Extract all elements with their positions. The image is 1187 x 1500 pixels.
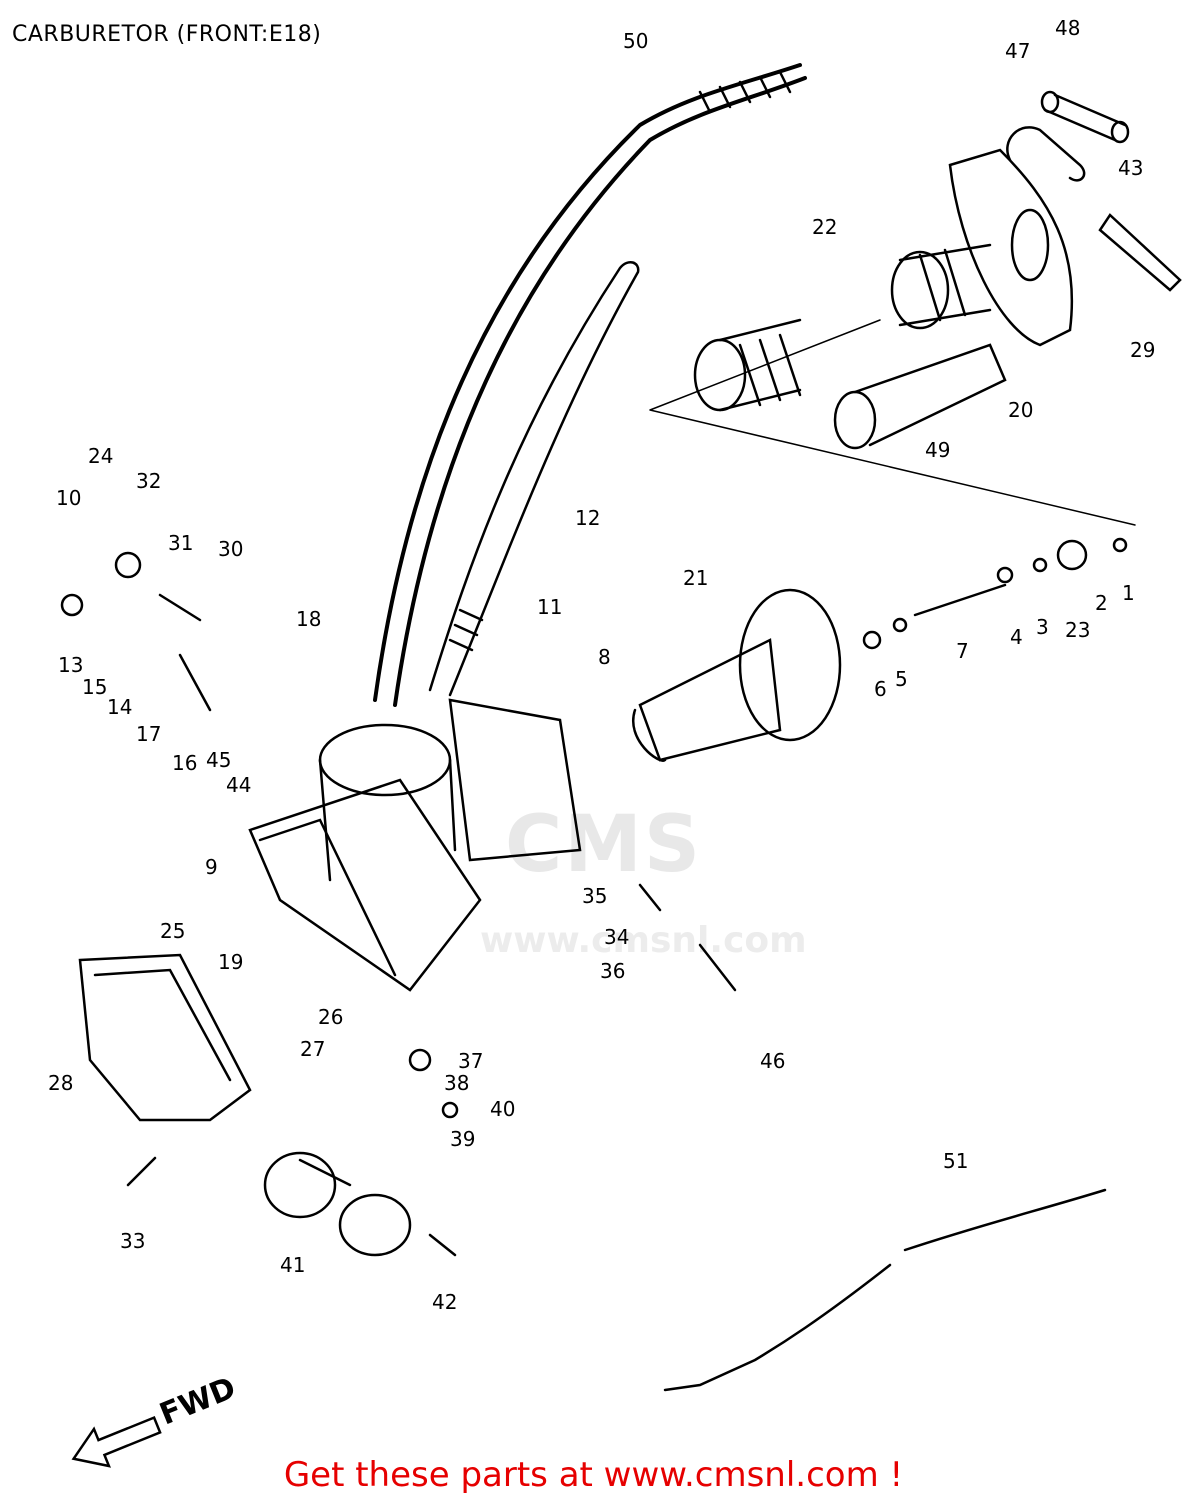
part-51-cable	[663, 1188, 1107, 1392]
callout-13: 13	[58, 653, 83, 677]
part-7-needle	[913, 583, 1007, 617]
callout-24: 24	[88, 444, 113, 468]
callout-33: 33	[120, 1229, 145, 1253]
callout-48: 48	[1055, 16, 1080, 40]
watermark-logo: CMS	[505, 800, 703, 890]
part-49-pipe	[833, 343, 1007, 450]
carburetor-body	[248, 698, 582, 992]
fwd-arrow-icon	[71, 1415, 162, 1468]
callout-37: 37	[458, 1049, 483, 1073]
watermark-url: www.cmsnl.com	[480, 920, 807, 961]
callout-12: 12	[575, 506, 600, 530]
callout-47: 47	[1005, 39, 1030, 63]
callout-2: 2	[1095, 591, 1108, 615]
part-47-clip	[1006, 126, 1086, 182]
callout-7: 7	[956, 639, 969, 663]
callout-51: 51	[943, 1149, 968, 1173]
part-41-float	[263, 1151, 412, 1257]
callout-10: 10	[56, 486, 81, 510]
callout-22: 22	[812, 215, 837, 239]
callout-30: 30	[218, 537, 243, 561]
callout-46: 46	[760, 1049, 785, 1073]
callout-28: 28	[48, 1071, 73, 1095]
callout-35: 35	[582, 884, 607, 908]
callout-20: 20	[1008, 398, 1033, 422]
callout-3: 3	[1036, 615, 1049, 639]
callout-45: 45	[206, 748, 231, 772]
callout-42: 42	[432, 1290, 457, 1314]
part-22-spring	[693, 243, 992, 412]
callout-23: 23	[1065, 618, 1090, 642]
callout-21: 21	[683, 566, 708, 590]
callout-25: 25	[160, 919, 185, 943]
callout-18: 18	[296, 607, 321, 631]
callout-4: 4	[1010, 625, 1023, 649]
callout-1: 1	[1122, 581, 1135, 605]
part-50-hose	[373, 63, 807, 707]
callout-6: 6	[874, 677, 887, 701]
callout-41: 41	[280, 1253, 305, 1277]
part-21-piston	[632, 588, 842, 762]
callout-36: 36	[600, 959, 625, 983]
callout-39: 39	[450, 1127, 475, 1151]
callout-32: 32	[136, 469, 161, 493]
footer-link-text[interactable]: Get these parts at www.cmsnl.com !	[283, 1455, 904, 1495]
callout-29: 29	[1130, 338, 1155, 362]
part-29-bracket	[1098, 213, 1182, 292]
callout-15: 15	[82, 675, 107, 699]
part-48-pin	[1040, 90, 1130, 144]
callout-11: 11	[537, 595, 562, 619]
callout-27: 27	[300, 1037, 325, 1061]
callout-8: 8	[598, 645, 611, 669]
callout-16: 16	[172, 751, 197, 775]
fwd-label: FWD	[155, 1371, 241, 1433]
callout-14: 14	[107, 695, 132, 719]
callout-5: 5	[895, 667, 908, 691]
callout-38: 38	[444, 1071, 469, 1095]
callout-26: 26	[318, 1005, 343, 1029]
page-title: CARBURETOR (FRONT:E18)	[12, 22, 322, 47]
part-12-tube	[428, 260, 640, 697]
part-25-float-bowl	[78, 953, 252, 1122]
callout-49: 49	[925, 438, 950, 462]
callout-50: 50	[623, 29, 648, 53]
part-20-top-cap	[948, 148, 1074, 347]
callout-44: 44	[226, 773, 251, 797]
callout-40: 40	[490, 1097, 515, 1121]
callout-9: 9	[205, 855, 218, 879]
callout-19: 19	[218, 950, 243, 974]
callout-43: 43	[1118, 156, 1143, 180]
callout-31: 31	[168, 531, 193, 555]
callout-17: 17	[136, 722, 161, 746]
leader-plane-line	[649, 319, 1136, 526]
callout-34: 34	[604, 925, 629, 949]
